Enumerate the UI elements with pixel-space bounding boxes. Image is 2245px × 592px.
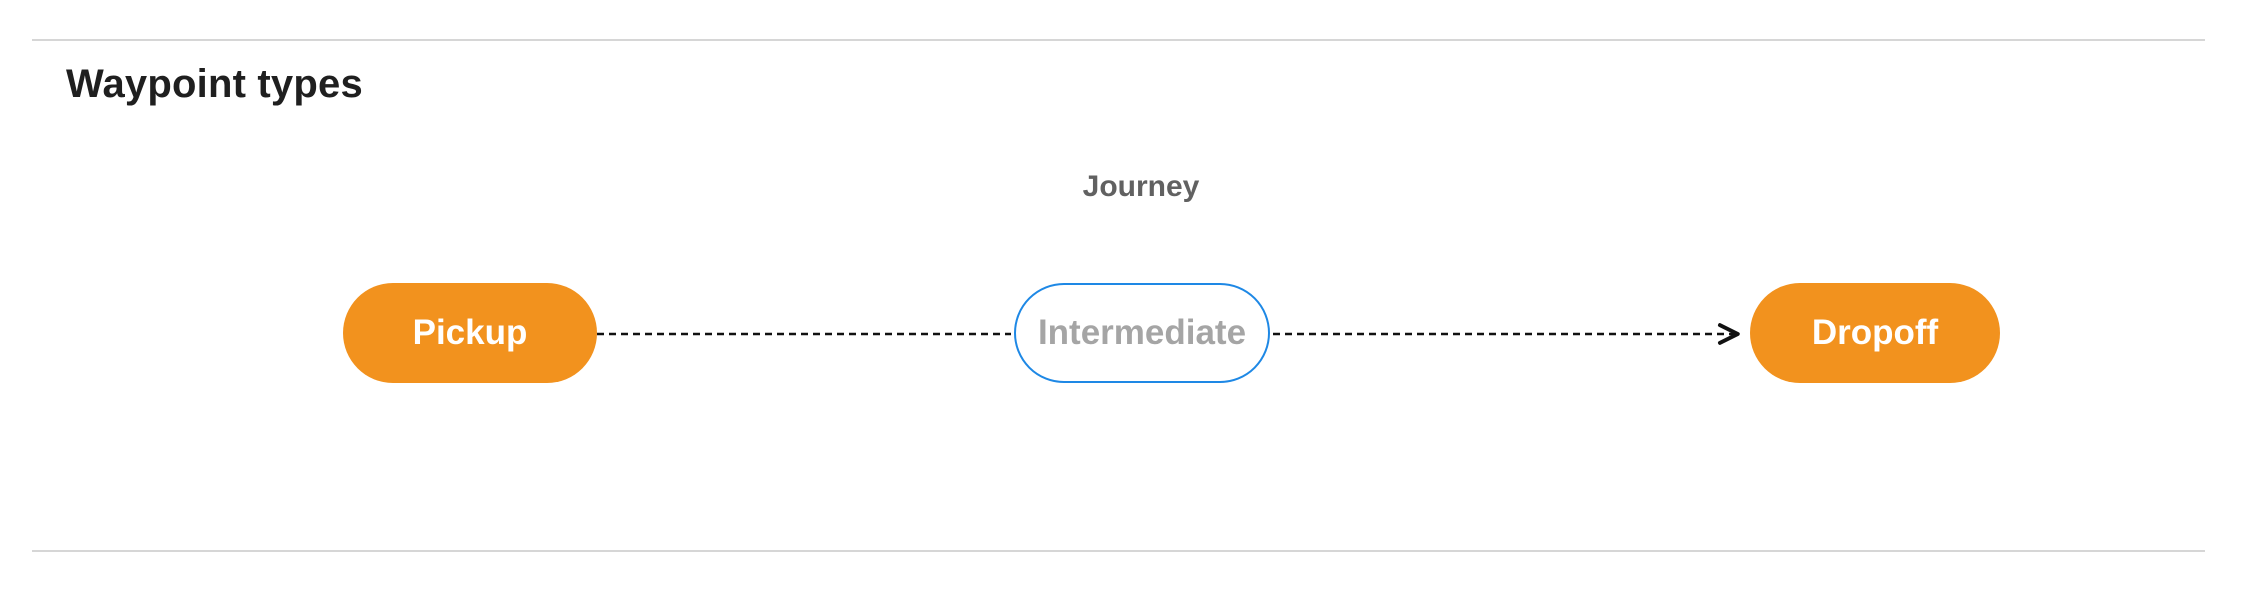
bottom-divider xyxy=(32,550,2205,552)
node-intermediate: Intermediate xyxy=(1014,283,1270,383)
node-pickup-label: Pickup xyxy=(412,313,528,352)
node-intermediate-label: Intermediate xyxy=(1037,313,1247,352)
node-dropoff: Dropoff xyxy=(1750,283,2000,383)
section-title: Waypoint types xyxy=(66,62,363,106)
node-pickup: Pickup xyxy=(343,283,597,383)
top-divider xyxy=(32,39,2205,41)
node-dropoff-label: Dropoff xyxy=(1811,313,1939,352)
journey-group-label: Journey xyxy=(1082,170,1200,203)
